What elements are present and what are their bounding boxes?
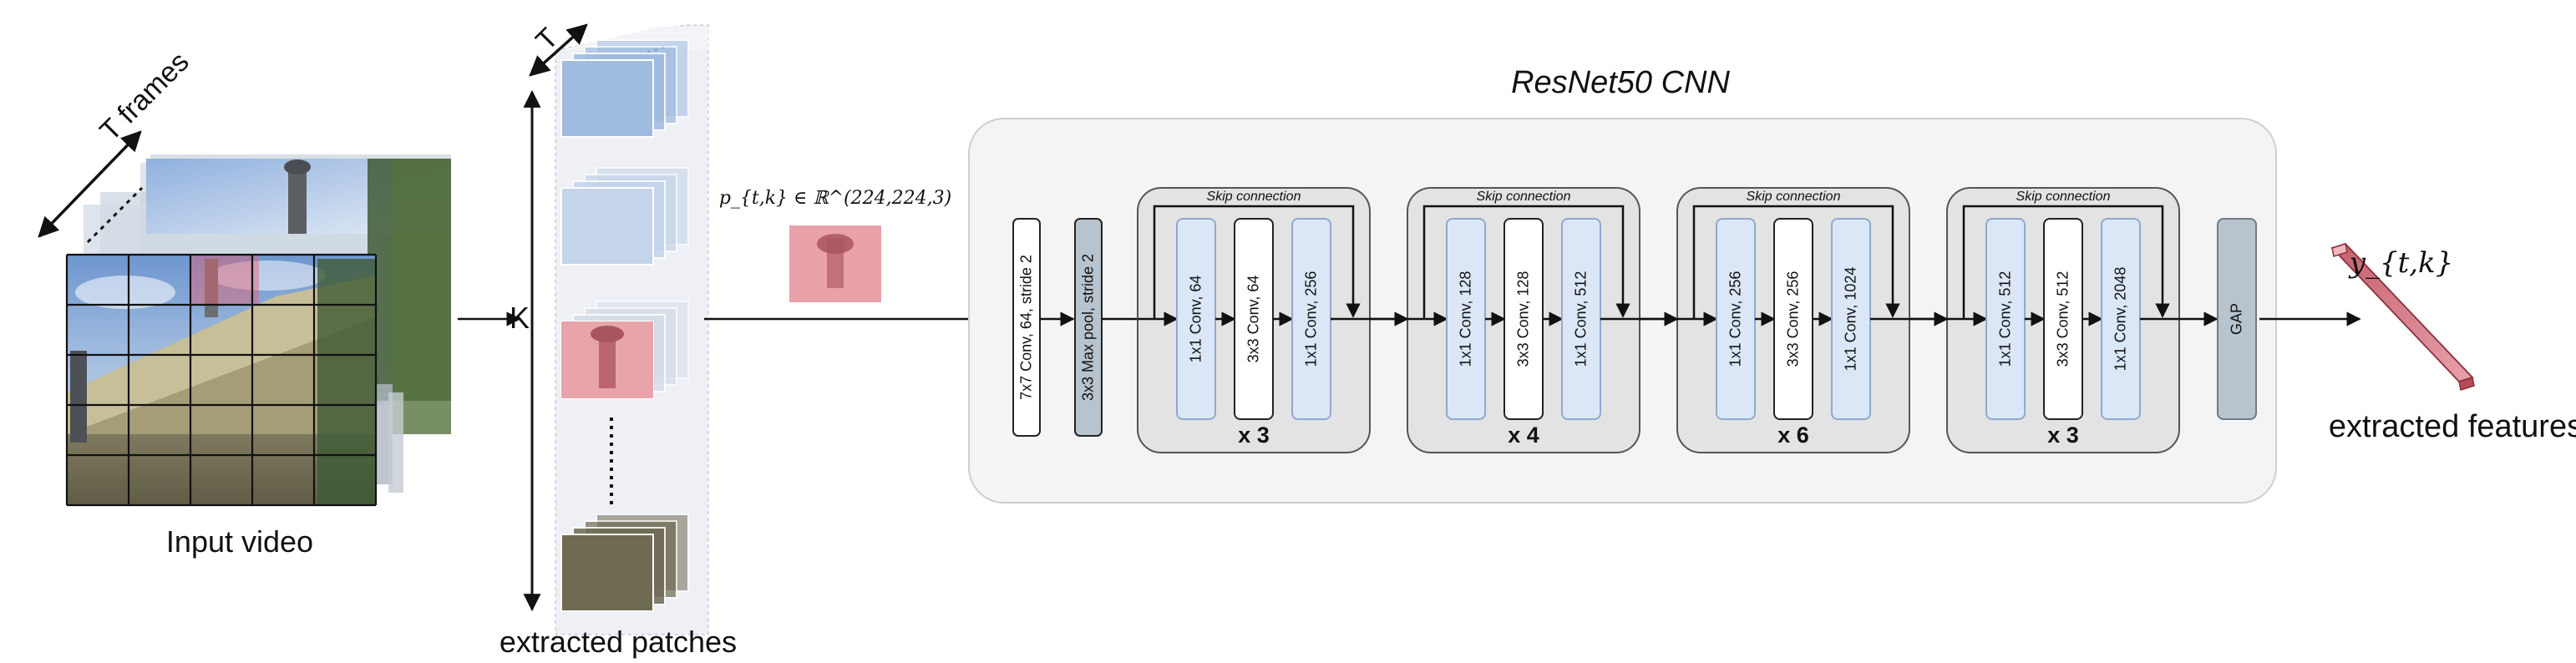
patch-stack-highlight (560, 301, 689, 399)
highlighted-patch (192, 255, 259, 305)
stem-pool-block-label: 3x3 Max pool, stride 2 (1079, 253, 1097, 402)
stage-4-layer-3-label: 1x1 Conv, 2048 (2112, 266, 2129, 372)
stage-1-layer-3-label: 1x1 Conv, 256 (1302, 271, 1320, 367)
k-label: K (510, 301, 530, 335)
patch-stack-last (560, 514, 689, 612)
patch-formula: p_{t,k} ∈ ℝ^(224,224,3) (718, 188, 952, 209)
stage-1-layer-1-label: 1x1 Conv, 64 (1187, 275, 1204, 363)
cnn-title: ResNet50 CNN (1511, 65, 1730, 100)
stage-1-layer-2-label: 3x3 Conv, 64 (1245, 275, 1262, 363)
gap-label: GAP (2228, 302, 2245, 336)
gap-block (2217, 218, 2257, 420)
input-video-label: Input video (165, 524, 314, 559)
stem-pool-block (1074, 218, 1103, 437)
stage-2-skip-label: Skip connection (1476, 190, 1571, 204)
stage-4-repeat: x 3 (2047, 423, 2079, 448)
stem-conv-block-label: 7x7 Conv, 64, stride 2 (1017, 255, 1035, 400)
stage-2-layer-1-label: 1x1 Conv, 128 (1457, 271, 1474, 367)
output-symbol: y_{t,k} (2349, 246, 2454, 280)
patch-stack-1 (560, 39, 689, 138)
stage-1-skip-label: Skip connection (1206, 190, 1301, 204)
patch-stack-2 (560, 167, 689, 266)
feature-vector-bar (2330, 242, 2475, 391)
stage-4-skip-label: Skip connection (2016, 190, 2111, 204)
stage-2-repeat: x 4 (1508, 423, 1539, 448)
stage-2-layer-2-label: 3x3 Conv, 128 (1514, 271, 1532, 367)
stage-3-layer-2-label: 3x3 Conv, 256 (1784, 271, 1802, 367)
stage-4-layer-1-label: 1x1 Conv, 512 (1996, 271, 2014, 367)
stage-2-layer-3-label: 1x1 Conv, 512 (1572, 271, 1590, 367)
stem-conv-block (1012, 218, 1041, 437)
input-video-frames (65, 154, 451, 507)
stage-1-repeat: x 3 (1238, 423, 1270, 448)
stage-3-layer-1-label: 1x1 Conv, 256 (1727, 271, 1744, 367)
stage-3-skip-label: Skip connection (1746, 190, 1841, 204)
stage-3-layer-3-label: 1x1 Conv, 1024 (1842, 266, 1859, 372)
extracted-features-label: extracted features (2328, 409, 2576, 444)
stage-4-layer-2-label: 3x3 Conv, 512 (2054, 271, 2071, 367)
stage-3-repeat: x 6 (1777, 423, 1809, 448)
extracted-patches-label: extracted patches (499, 625, 738, 659)
